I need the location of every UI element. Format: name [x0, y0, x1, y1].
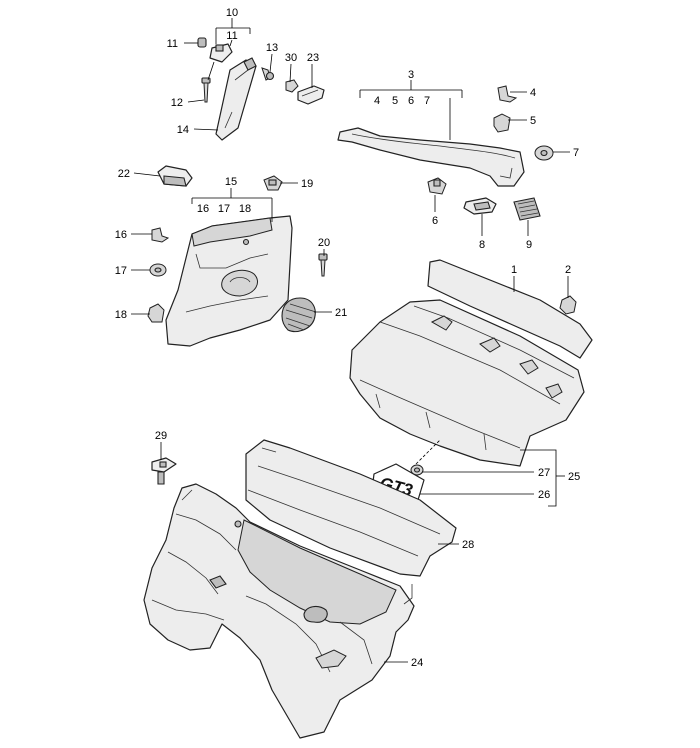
callout-3-sub-4: 4 — [374, 95, 380, 107]
part-5-clip — [493, 113, 511, 133]
part-24-floor-carpet — [143, 483, 415, 739]
part-17-grommet — [149, 263, 167, 277]
part-3-rear-trim-panel — [337, 127, 525, 187]
callout-14: 14 — [177, 124, 189, 136]
part-15-side-trim-panel — [165, 215, 293, 347]
callout-25: 25 — [568, 471, 580, 483]
callout-9: 9 — [526, 239, 532, 251]
part-27-grommet — [410, 464, 424, 476]
part-6-clip — [427, 177, 447, 195]
part-19-clip — [263, 175, 283, 191]
part-18-clip — [147, 303, 165, 323]
callout-21: 21 — [335, 307, 347, 319]
part-16-clip — [151, 227, 170, 243]
part-22-cover — [157, 165, 193, 187]
callout-15-sub-18: 18 — [239, 203, 251, 215]
part-21-speaker-grille — [281, 297, 317, 333]
callout-10: 10 — [226, 7, 238, 19]
part-13-screw — [261, 67, 275, 81]
callout-7: 7 — [573, 147, 579, 159]
callout-27: 27 — [538, 467, 550, 479]
callout-15-sub-16: 16 — [197, 203, 209, 215]
part-11-bracket — [209, 43, 233, 63]
part-20-screw — [318, 253, 328, 277]
callout-23: 23 — [307, 52, 319, 64]
callout-3-sub-5: 5 — [392, 95, 398, 107]
part-4-clip — [497, 85, 518, 103]
part-11-clip — [197, 37, 207, 48]
callout-29: 29 — [155, 430, 167, 442]
callout-17: 17 — [115, 265, 127, 277]
callout-3: 3 — [408, 69, 414, 81]
callout-20: 20 — [318, 237, 330, 249]
callout-2: 2 — [565, 264, 571, 276]
callout-13: 13 — [266, 42, 278, 54]
callout-11: 11 — [167, 38, 178, 50]
callout-26: 26 — [538, 489, 550, 501]
callout-18: 18 — [115, 309, 127, 321]
part-30-clip — [285, 79, 299, 93]
callout-4: 4 — [530, 87, 536, 99]
part-28-bulkhead-carpet — [245, 439, 457, 577]
part-14-pillar-trim — [215, 57, 257, 141]
callout-22: 22 — [118, 168, 130, 180]
callout-3-sub-6: 6 — [408, 95, 414, 107]
callout-11-top: 11 — [226, 30, 237, 42]
part-9-grille — [513, 197, 541, 221]
leader-lines — [131, 18, 570, 663]
callout-3-sub-7: 7 — [424, 95, 430, 107]
part-29-clip — [151, 457, 177, 485]
part-12-screw — [201, 77, 211, 103]
callout-15-sub-17: 17 — [218, 203, 230, 215]
callout-28: 28 — [462, 539, 474, 551]
callout-15: 15 — [225, 176, 237, 188]
callout-16: 16 — [115, 229, 127, 241]
callout-8: 8 — [479, 239, 485, 251]
part-8-cover — [463, 197, 497, 215]
part-23-cover — [297, 85, 325, 105]
callout-19: 19 — [301, 178, 313, 190]
callout-24: 24 — [411, 657, 423, 669]
callout-12: 12 — [171, 97, 183, 109]
part-7-grommet — [534, 145, 554, 161]
callout-numbers: 10 11 11 13 30 23 12 14 3 4 5 6 7 4 5 7 … — [115, 7, 581, 669]
callout-30: 30 — [285, 52, 297, 64]
callout-5: 5 — [530, 115, 536, 127]
callout-6: 6 — [432, 215, 438, 227]
part-1-rear-shelf — [349, 259, 593, 467]
callout-1: 1 — [511, 264, 517, 276]
part-2-clip — [559, 295, 577, 315]
